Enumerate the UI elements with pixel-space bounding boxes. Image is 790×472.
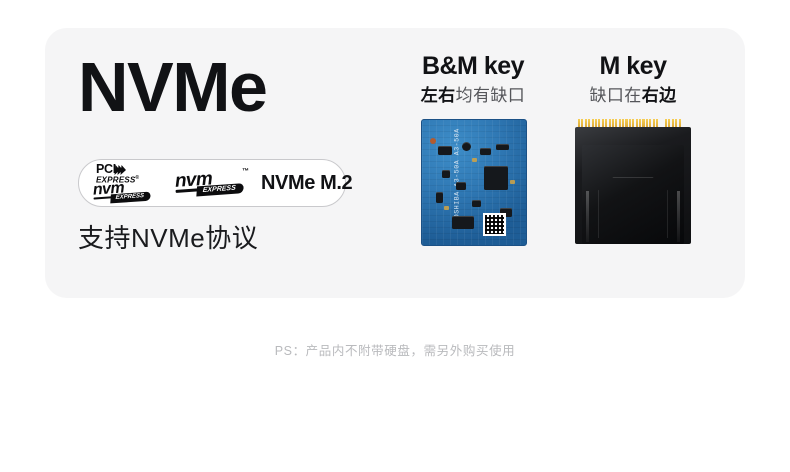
key-subtitle-bm: 左右均有缺口 (403, 81, 543, 106)
pcb-chip (438, 146, 452, 156)
pcb-controller-chip (484, 166, 508, 191)
pcb-traces (422, 120, 526, 246)
key-subtitle-m-rest: 缺口在 (589, 86, 642, 106)
key-subtitle-bm-emphasis: 左右 (420, 86, 456, 106)
express-label: EXPRESS (96, 175, 136, 185)
page-title: NVMe (78, 48, 268, 126)
ssd-edge-highlight (677, 190, 680, 243)
key-block-m: M key 缺口在右边 (563, 53, 703, 247)
pcb-pad (472, 158, 477, 163)
ssd-board-m (575, 127, 691, 245)
pcb-chip (462, 142, 471, 152)
key-subtitle-m: 缺口在右边 (563, 81, 703, 106)
pcb-chip (496, 144, 509, 151)
pcb-chip (442, 170, 450, 179)
pcb-chip (436, 192, 443, 204)
pcb-chip (456, 182, 466, 191)
key-title-m: M key (599, 52, 667, 80)
ssd-emboss-shape (598, 176, 668, 239)
pci-label: PCI (96, 162, 116, 176)
nvme-logo-badge: PCI EXPRESS® nvm EXPRESS nvm EXPRESS (78, 159, 353, 207)
ssd-edge-highlight (586, 190, 589, 243)
trademark-icon: ™ (242, 168, 249, 175)
pci-express-logo: PCI EXPRESS® nvm EXPRESS (91, 163, 165, 203)
pci-express-wordmark: PCI EXPRESS® (96, 162, 140, 185)
pcb-pad (444, 206, 449, 211)
ssd-shell (582, 145, 684, 245)
chevron-right-icon (114, 164, 127, 175)
registered-icon: ® (135, 174, 140, 181)
nvme-feature-card: NVMe PCI EXPRESS® nvm EXPRESS (45, 28, 745, 298)
pcb-pad (510, 180, 515, 185)
key-subtitle-bm-rest: 均有缺口 (455, 86, 526, 106)
pcb-silkscreen-text: TOSHIBA A3-50A A3-50A (453, 128, 461, 224)
pcb-chip (500, 208, 512, 218)
connector-pins-m-right (665, 119, 681, 133)
nvm-express-logo-small: nvm EXPRESS (92, 179, 151, 203)
pcb-chip (452, 216, 474, 230)
nvme-left-column: NVMe (78, 52, 388, 122)
key-subtitle-m-emphasis: 右边 (641, 86, 677, 106)
nvme-support-text: 支持NVMe协议 (78, 223, 259, 253)
ssd-image-m (569, 119, 697, 247)
footer-disclaimer: PS：产品内不附带硬盘，需另外购买使用 (274, 344, 516, 358)
pcb-pad (430, 138, 436, 145)
nvm-express-logo-large: nvm EXPRESS ™ (174, 168, 249, 198)
pcb-chip (472, 200, 481, 208)
pcb-chip (480, 148, 491, 156)
qr-code-label (483, 213, 506, 237)
pci-text-row: PCI (96, 162, 139, 176)
pcb-board-bm: TOSHIBA A3-50A A3-50A (421, 119, 527, 247)
ssd-image-bm: TOSHIBA A3-50A A3-50A (409, 119, 537, 247)
connector-pins-main (578, 119, 659, 133)
nvme-m2-label: NVMe M.2 (261, 171, 353, 194)
key-diagram-group: B&M key 左右均有缺口 TOSHIBA A3-50A (403, 53, 703, 247)
key-block-bm: B&M key 左右均有缺口 TOSHIBA A3-50A (403, 53, 543, 247)
key-title-bm: B&M key (421, 52, 525, 80)
nvm-mark-large: nvm EXPRESS (174, 168, 244, 197)
pci-express-subtext: EXPRESS® (96, 174, 140, 185)
